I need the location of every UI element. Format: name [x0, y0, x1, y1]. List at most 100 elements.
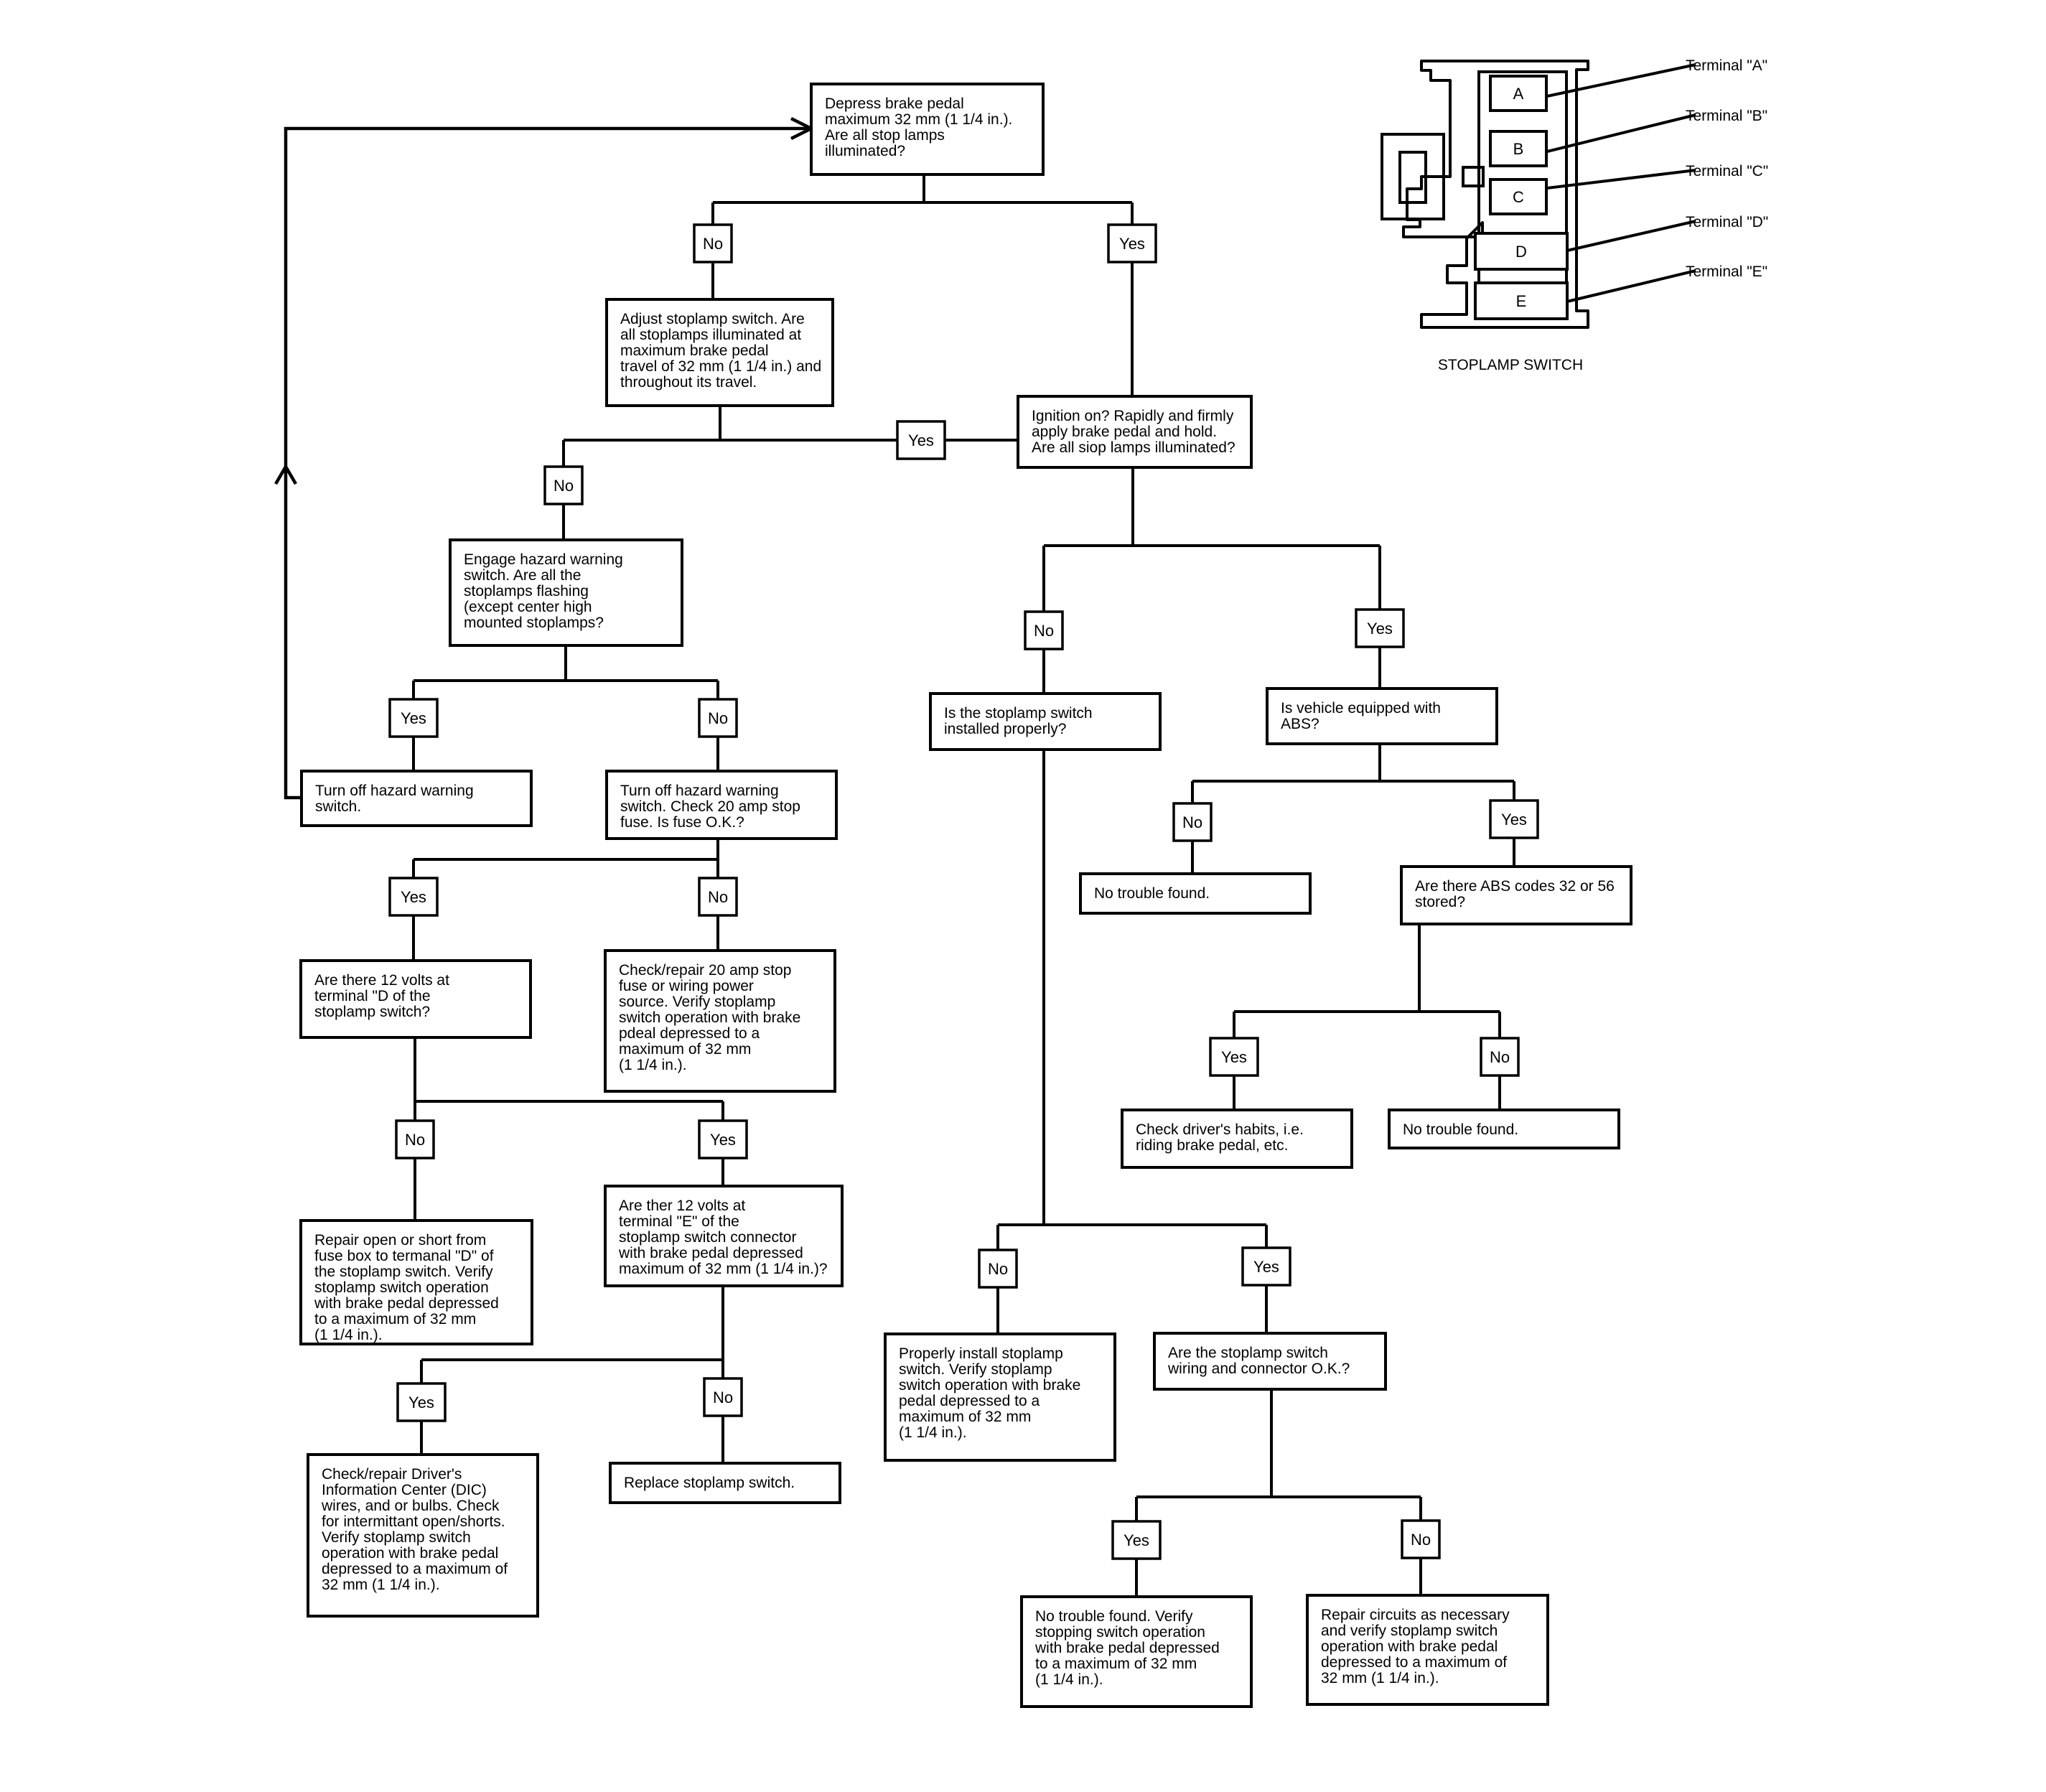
box-frame: [1020, 1595, 1253, 1708]
box-text-line: fuse. Is fuse O.K.?: [620, 814, 744, 831]
box-text-line: Are the stoplamp switch: [1168, 1345, 1328, 1361]
box-text-line: Is the stoplamp switch: [944, 705, 1093, 722]
box-text-line: maximum of 32 mm: [619, 1041, 751, 1058]
pin-frame: [1489, 178, 1548, 215]
no-label: No: [693, 223, 733, 263]
terminal-label: Terminal "C": [1686, 163, 1768, 179]
label-text: Yes: [1253, 1258, 1279, 1276]
box-text-line: Replace stoplamp switch.: [624, 1475, 795, 1491]
box-text-line: Ignition on? Rapidly and firmly: [1032, 408, 1234, 424]
label-frame: [698, 698, 738, 738]
no-label: No: [543, 465, 584, 505]
label-text: No: [1034, 622, 1054, 640]
box-frame: [1388, 1109, 1620, 1149]
label-frame: [698, 877, 738, 917]
label-text: No: [708, 888, 728, 906]
box-text-line: (1 1/4 in.).: [1035, 1671, 1103, 1688]
box-text-line: switch. Verify stoplamp: [899, 1361, 1052, 1378]
box-text-line: depressed to a maximum of: [1321, 1654, 1507, 1671]
box-text-line: pdeal depressed to a: [619, 1025, 760, 1042]
label-frame: [1355, 608, 1405, 648]
no-label: No: [698, 877, 738, 917]
label-text: Yes: [1221, 1048, 1247, 1066]
box-text-line: No trouble found.: [1403, 1121, 1518, 1138]
pin-frame: [1489, 130, 1548, 167]
box-frame: [609, 1462, 841, 1504]
terminal-label: Terminal "D": [1686, 214, 1768, 230]
box-frame: [1153, 1332, 1387, 1391]
box-text-line: depressed to a maximum of: [322, 1561, 508, 1577]
yes-label: Yes: [896, 420, 946, 460]
box-text-line: travel of 32 mm (1 1/4 in.) and: [620, 358, 821, 375]
box-text-line: pedal depressed to a: [899, 1393, 1040, 1409]
label-text: Yes: [1501, 811, 1527, 829]
box-frame: [1400, 865, 1632, 925]
box-text-line: stoplamp switch?: [314, 1004, 430, 1020]
box-text-line: Information Center (DIC): [322, 1482, 487, 1498]
terminal-label: Terminal "B": [1686, 108, 1767, 124]
box-text-line: to a maximum of 32 mm: [314, 1311, 476, 1327]
box-frame: [605, 298, 834, 407]
box-text-line: switch.: [315, 798, 361, 815]
label-frame: [1480, 1037, 1520, 1077]
label-frame: [543, 465, 584, 505]
box-text-line: switch. Check 20 amp stop: [620, 798, 800, 815]
box-text-line: with brake pedal depressed: [1034, 1640, 1220, 1656]
label-frame: [1107, 223, 1157, 263]
box-habits: Check driver's habits, i.e.riding brake …: [1121, 1109, 1353, 1169]
box-text-line: terminal "E" of the: [619, 1213, 739, 1230]
box-text-line: (except center high: [464, 599, 592, 615]
box-text-line: switch operation with brake: [899, 1377, 1080, 1394]
label-text: Yes: [1119, 235, 1145, 253]
box-text-line: all stoplamps illuminated at: [620, 327, 801, 343]
box-text-line: Repair open or short from: [314, 1232, 486, 1249]
box-frame: [884, 1333, 1116, 1462]
box-frame: [307, 1453, 539, 1618]
box-text-line: Are all siop lamps illuminated?: [1032, 439, 1235, 456]
label-text: No: [1411, 1531, 1431, 1549]
pin-letter: E: [1516, 292, 1527, 310]
switch-plunger-inner: [1398, 151, 1427, 204]
box-text-line: Are all stop lamps: [825, 127, 945, 144]
box-text-line: fuse or wiring power: [619, 978, 754, 994]
label-frame: [896, 420, 946, 460]
label-frame: [978, 1249, 1018, 1289]
box-text-line: mounted stoplamps?: [464, 615, 604, 631]
box-text-line: riding brake pedal, etc.: [1136, 1137, 1288, 1154]
box-text-line: and verify stoplamp switch: [1321, 1623, 1498, 1639]
box-text-line: Check driver's habits, i.e.: [1136, 1121, 1304, 1138]
yes-label: Yes: [1111, 1520, 1162, 1560]
box-text-line: Adjust stoplamp switch. Are: [620, 311, 805, 327]
box-text-line: operation with brake pedal: [322, 1545, 498, 1562]
terminal-labels: Terminal "A"Terminal "B"Terminal "C"Term…: [1546, 57, 1768, 303]
box-text-line: maximum of 32 mm: [899, 1409, 1031, 1425]
box-no-trouble-1: No trouble found.: [1079, 872, 1312, 915]
box-frame: [1121, 1109, 1353, 1169]
box-text-line: Turn off hazard warning: [315, 783, 474, 799]
switch-side-tab: [1462, 166, 1485, 187]
box-text-line: wires, and or bulbs. Check: [321, 1498, 500, 1514]
box-text-line: switch operation with brake: [619, 1009, 800, 1026]
box-no-trouble-2: No trouble found.: [1388, 1109, 1620, 1149]
box-text-line: fuse box to termanal "D" of: [314, 1248, 494, 1264]
box-text-line: terminal "D of the: [314, 988, 431, 1004]
terminal-label: Terminal "E": [1686, 263, 1767, 280]
box-text-line: operation with brake pedal: [1321, 1638, 1498, 1655]
box-text-line: Verify stoplamp switch: [322, 1529, 471, 1546]
pin-d: D: [1474, 232, 1569, 271]
yes-label: Yes: [388, 877, 439, 917]
box-frame: [605, 770, 838, 840]
pin-c: C: [1489, 178, 1548, 215]
pin-letter: A: [1513, 85, 1524, 103]
box-frame: [810, 83, 1045, 176]
